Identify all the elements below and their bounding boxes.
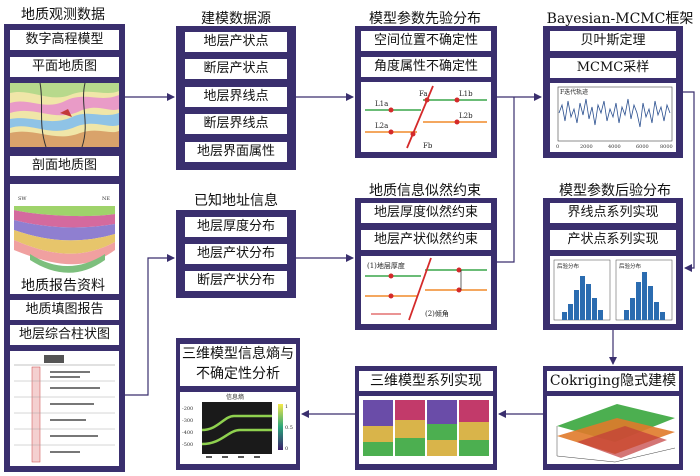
mapping-report-item: 地质填图报告	[10, 300, 119, 320]
svg-text:-300: -300	[182, 418, 193, 424]
svg-text:L1b: L1b	[459, 90, 473, 98]
svg-text:2000: 2000	[580, 144, 593, 150]
entropy-figure: 信息熵 -200 -300 -400 -500 1 0.5 0	[180, 392, 296, 464]
svg-text:6000: 6000	[636, 144, 649, 150]
geo-obs-panel: 数字高程模型 平面地质图 剖面地质图 SW NE	[4, 24, 125, 300]
angle-uncertainty-item: 角度属性不确定性	[361, 57, 491, 77]
attitude-likelihood-item: 地层产状似然约束	[361, 230, 491, 250]
trace-line	[558, 98, 671, 128]
report-panel: 地质填图报告 地层综合柱状图	[4, 294, 125, 472]
svg-text:4000: 4000	[608, 144, 621, 150]
bayes-panel: 贝叶斯定理 MCMC采样 F迭代轨迹 0 2000 4000 6000 8000	[543, 26, 683, 158]
strat-column-figure	[10, 351, 119, 466]
known-info-title: 已知地址信息	[194, 193, 278, 209]
posterior-title: 模型参数后验分布	[559, 183, 671, 199]
svg-text:Fb: Fb	[423, 142, 433, 150]
svg-text:SW: SW	[18, 196, 27, 202]
svg-text:F迭代轨迹: F迭代轨迹	[560, 88, 588, 96]
dem-item: 数字高程模型	[10, 30, 119, 50]
strata-attitude-point-item: 地层产状点	[185, 32, 287, 52]
likelihood-panel: 地层厚度似然约束 地层产状似然约束 (1)地层厚度 (2)倾角	[355, 198, 497, 330]
series-panel: 三维模型系列实现	[355, 366, 497, 470]
svg-text:后验分布: 后验分布	[557, 262, 580, 270]
arrow-bayes-to-posterior	[683, 91, 695, 272]
spatial-uncertainty-item: 空间位置不确定性	[361, 31, 491, 51]
strata-interface-attr-item: 地层界面属性	[185, 142, 287, 162]
svg-text:L1a: L1a	[375, 100, 388, 108]
mcmc-trace-figure: F迭代轨迹 0 2000 4000 6000 8000	[550, 83, 676, 152]
arrow-report-to-known	[125, 254, 175, 396]
mcmc-sampling-item: MCMC采样	[550, 58, 676, 78]
prior-figure: L1a L1b L2a L2b Fa Fb	[361, 82, 491, 152]
cokriging-panel: Cokriging隐式建模	[543, 366, 683, 470]
svg-text:8000: 8000	[660, 144, 673, 150]
strat-column-item: 地层综合柱状图	[10, 325, 119, 345]
prior-title: 模型参数先验分布	[369, 11, 481, 27]
svg-text:-400: -400	[182, 430, 193, 436]
likelihood-title: 地质信息似然约束	[369, 183, 481, 199]
plan-geologic-map-figure	[10, 83, 119, 147]
model-src-panel: 地层产状点 断层产状点 地层界线点 断层界线点 地层界面属性	[176, 26, 296, 170]
plan-map-item: 平面地质图	[10, 57, 119, 77]
series-title: 三维模型系列实现	[359, 371, 493, 391]
arrow-likelihood-to-bayes	[497, 97, 515, 263]
fault-attitude-dist-item: 断层产状分布	[185, 271, 287, 291]
fault-attitude-point-item: 断层产状点	[185, 59, 287, 79]
section-map-item: 剖面地质图	[10, 156, 119, 176]
svg-text:0: 0	[556, 144, 559, 150]
entropy-fig-title: 信息熵	[226, 393, 244, 401]
posterior-panel: 界线点系列实现 产状点系列实现 后验分布 后验分布	[543, 198, 683, 330]
series-realizations-figure	[359, 396, 493, 464]
prior-panel: 空间位置不确定性 角度属性不确定性 L1a L1b L2a L2b Fa Fb	[355, 26, 497, 158]
svg-text:0: 0	[285, 446, 288, 452]
cokriging-surface-figure	[547, 396, 679, 464]
svg-text:后验分布: 后验分布	[619, 262, 642, 270]
boundary-realization-item: 界线点系列实现	[550, 203, 676, 223]
entropy-title: 三维模型信息熵与不确定性分析	[180, 344, 296, 386]
svg-text:(1)地层厚度: (1)地层厚度	[367, 261, 405, 270]
model-src-title: 建模数据源	[201, 11, 271, 27]
report-title: 地质报告资料	[21, 278, 105, 294]
cokriging-title: Cokriging隐式建模	[547, 371, 679, 391]
svg-text:-200: -200	[182, 406, 193, 412]
svg-text:L2a: L2a	[375, 122, 388, 130]
svg-text:1: 1	[285, 404, 288, 410]
cross-section-figure: SW NE	[10, 184, 119, 294]
svg-text:Fa: Fa	[419, 90, 428, 98]
svg-text:(2)倾角: (2)倾角	[425, 309, 449, 318]
thickness-likelihood-item: 地层厚度似然约束	[361, 203, 491, 223]
svg-text:-500: -500	[182, 442, 193, 448]
entropy-panel: 三维模型信息熵与不确定性分析 信息熵 -200 -300 -400 -500 1…	[176, 338, 300, 470]
fault-boundary-point-item: 断层界线点	[185, 114, 287, 134]
attitude-realization-item: 产状点系列实现	[550, 230, 676, 250]
svg-text:0.5: 0.5	[285, 425, 293, 431]
strata-attitude-dist-item: 地层产状分布	[185, 244, 287, 264]
svg-text:NE: NE	[102, 196, 110, 202]
geo-obs-title: 地质观测数据	[21, 7, 105, 23]
bayes-theorem-item: 贝叶斯定理	[550, 31, 676, 51]
svg-text:L2b: L2b	[459, 112, 473, 120]
posterior-hist-figure: 后验分布 后验分布	[550, 256, 676, 324]
bayes-title: Bayesian-MCMC框架	[546, 11, 694, 27]
strata-boundary-point-item: 地层界线点	[185, 87, 287, 107]
known-info-panel: 地层厚度分布 地层产状分布 断层产状分布	[176, 210, 296, 298]
likelihood-figure: (1)地层厚度 (2)倾角	[361, 256, 491, 324]
thickness-dist-item: 地层厚度分布	[185, 217, 287, 237]
